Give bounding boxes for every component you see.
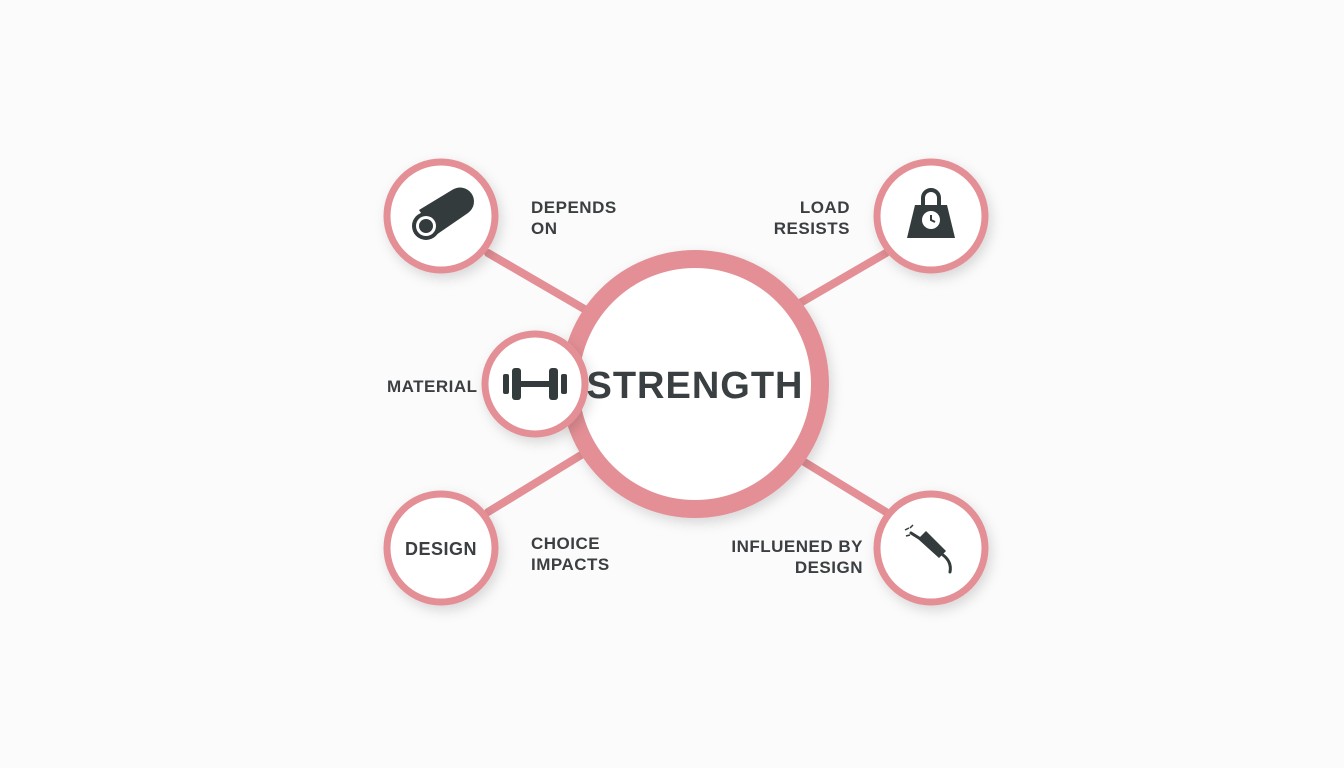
connector-bottom-left [484, 448, 590, 516]
connector-bottom-right [784, 448, 890, 516]
center-title: STRENGTH [586, 364, 804, 407]
label-choice-impacts: CHOICE IMPACTS [531, 533, 610, 575]
label-line: CHOICE [531, 534, 601, 553]
pipe-icon [412, 187, 474, 240]
label-line: IMPACTS [531, 555, 610, 574]
label-depends-on: DEPENDS ON [531, 197, 617, 239]
label-influened-by-design: INFLUENED BY DESIGN [700, 536, 863, 578]
label-line: INFLUENED BY [731, 537, 863, 556]
welding-torch-icon [904, 524, 952, 574]
label-line: LOAD [799, 198, 850, 217]
node-middle-left [481, 330, 589, 438]
node-bottom-left [383, 490, 499, 606]
label-line: RESISTS [773, 219, 850, 238]
weight-icon [907, 188, 955, 238]
connector-top-right [784, 249, 890, 314]
dumbbell-icon [503, 368, 567, 400]
label-line: DEPENDS [531, 198, 617, 217]
node-top-left [383, 158, 499, 274]
node-bottom-left-text: DESIGN [404, 538, 477, 559]
label-line: ON [531, 219, 558, 238]
connector-top-left [484, 249, 590, 314]
label-load-resists: LOAD RESISTS [730, 197, 850, 239]
node-top-right [873, 158, 989, 274]
node-bottom-right [873, 490, 989, 606]
label-line: DESIGN [794, 558, 863, 577]
label-material: MATERIAL [387, 377, 478, 396]
